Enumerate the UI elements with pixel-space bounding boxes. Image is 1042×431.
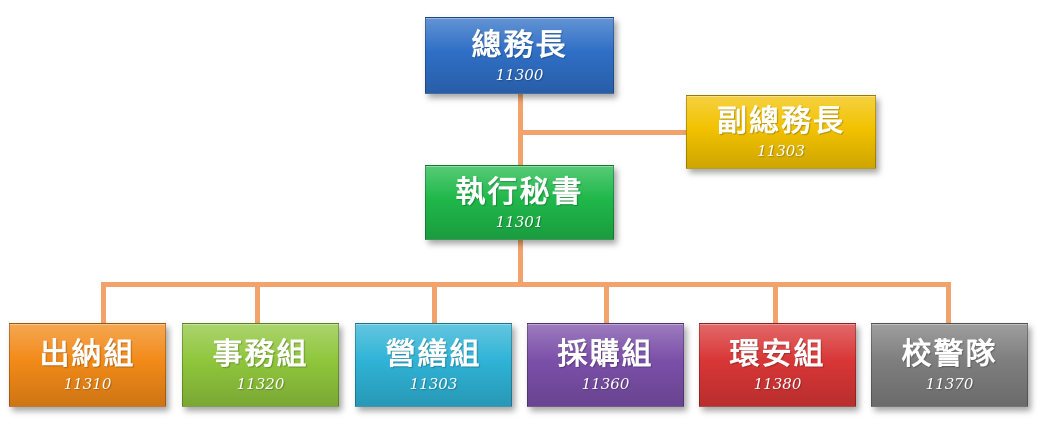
node-code: 11360 [581, 375, 630, 393]
node-code: 11370 [925, 375, 974, 393]
connector-drop-5 [773, 282, 778, 324]
node-deputy-director: 副總務長 11303 [686, 95, 876, 169]
connector-bus [103, 282, 951, 287]
node-title: 出納組 [39, 337, 136, 372]
connector-drop-4 [604, 282, 609, 324]
node-construction-section: 營繕組 11303 [355, 323, 512, 407]
node-title: 執行秘書 [455, 174, 584, 210]
node-code: 11300 [495, 65, 544, 84]
node-cashier-section: 出納組 11310 [9, 323, 166, 407]
node-title: 環安組 [729, 337, 826, 372]
node-title: 營繕組 [385, 337, 482, 372]
connector-drop-2 [255, 282, 260, 324]
node-code: 11301 [495, 212, 544, 231]
node-executive-secretary: 執行秘書 11301 [425, 165, 614, 240]
node-title: 副總務長 [717, 104, 845, 139]
node-code: 11380 [753, 375, 802, 393]
node-affairs-section: 事務組 11320 [182, 323, 339, 407]
node-campus-police: 校警隊 11370 [871, 323, 1028, 407]
node-environment-safety-section: 環安組 11380 [699, 323, 856, 407]
node-code: 11310 [63, 375, 112, 393]
node-code: 11303 [409, 375, 458, 393]
node-code: 11320 [236, 375, 285, 393]
connector-drop-6 [946, 282, 951, 324]
connector-deputy-horizontal [520, 130, 688, 135]
node-title: 事務組 [212, 337, 309, 372]
node-code: 11303 [757, 142, 805, 160]
node-title: 校警隊 [901, 337, 998, 372]
node-title: 採購組 [557, 337, 654, 372]
node-procurement-section: 採購組 11360 [527, 323, 684, 407]
connector-secretary-down [518, 238, 523, 284]
node-general-director: 總務長 11300 [425, 17, 614, 94]
node-title: 總務長 [471, 27, 568, 63]
connector-drop-1 [101, 282, 106, 324]
connector-drop-3 [432, 282, 437, 324]
